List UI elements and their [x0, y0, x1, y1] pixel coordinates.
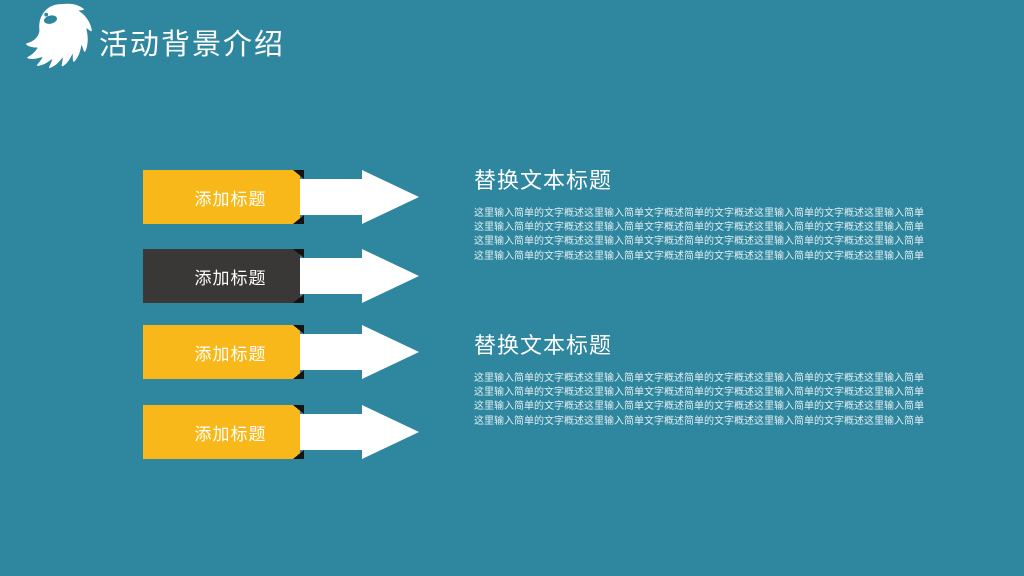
corner-notch-top-icon: [293, 170, 304, 179]
corner-notch-bottom-icon: [293, 215, 304, 224]
arrow-shaft: [300, 334, 364, 370]
body-line: 这里输入简单的文字概述这里输入简单文字概述简单的文字概述这里输入简单的文字概述这…: [474, 387, 924, 399]
arrow-head: [362, 170, 419, 224]
right-arrow-icon: [300, 325, 419, 379]
arrow-head: [362, 249, 419, 303]
body-line: 这里输入简单的文字概述这里输入简单文字概述简单的文字概述这里输入简单的文字概述这…: [474, 236, 924, 248]
arrow-shaft: [300, 414, 364, 450]
right-arrow-icon: [300, 249, 419, 303]
right-arrow-icon: [300, 170, 419, 224]
body-line: 这里输入简单的文字概述这里输入简单文字概述简单的文字概述这里输入简单的文字概述这…: [474, 222, 924, 234]
block-heading: 替换文本标题: [474, 168, 613, 193]
block-body: 这里输入简单的文字概述这里输入简单文字概述简单的文字概述这里输入简单的文字概述这…: [474, 207, 934, 264]
step-box[interactable]: 添加标题: [143, 325, 300, 379]
step-list: 添加标题 添加标题 添加标题: [143, 170, 433, 460]
body-line: 这里输入简单的文字概述这里输入简单文字概述简单的文字概述这里输入简单的文字概述这…: [474, 401, 924, 413]
page-title: 活动背景介绍: [99, 29, 286, 61]
corner-notch-top-icon: [293, 325, 304, 334]
corner-notch-top-icon: [293, 249, 304, 258]
step-label: 添加标题: [194, 424, 267, 444]
text-block: 替换文本标题 这里输入简单的文字概述这里输入简单文字概述简单的文字概述这里输入简…: [474, 166, 934, 264]
step-label: 添加标题: [194, 189, 267, 209]
block-body: 这里输入简单的文字概述这里输入简单文字概述简单的文字概述这里输入简单的文字概述这…: [474, 372, 934, 429]
body-line: 这里输入简单的文字概述这里输入简单文字概述简单的文字概述这里输入简单的文字概述这…: [474, 415, 924, 427]
corner-notch-bottom-icon: [293, 450, 304, 459]
arrow-head: [362, 325, 419, 379]
corner-notch-bottom-icon: [293, 294, 304, 303]
text-block: 替换文本标题 这里输入简单的文字概述这里输入简单文字概述简单的文字概述这里输入简…: [474, 331, 934, 429]
step-row[interactable]: 添加标题: [143, 405, 419, 459]
body-line: 这里输入简单的文字概述这里输入简单文字概述简单的文字概述这里输入简单的文字概述这…: [474, 250, 924, 262]
body-line: 这里输入简单的文字概述这里输入简单文字概述简单的文字概述这里输入简单的文字概述这…: [474, 373, 924, 384]
slide-header: 活动背景介绍: [0, 0, 1024, 92]
step-label: 添加标题: [194, 344, 267, 364]
right-arrow-icon: [300, 405, 419, 459]
step-label: 添加标题: [194, 268, 267, 288]
block-heading: 替换文本标题: [474, 333, 613, 358]
step-box[interactable]: 添加标题: [143, 249, 300, 303]
corner-notch-top-icon: [293, 405, 304, 414]
step-box[interactable]: 添加标题: [143, 170, 300, 224]
bird-logo-icon: [14, 2, 94, 88]
step-row[interactable]: 添加标题: [143, 249, 419, 303]
corner-notch-bottom-icon: [293, 370, 304, 379]
arrow-head: [362, 405, 419, 459]
arrow-shaft: [300, 258, 364, 294]
arrow-shaft: [300, 179, 364, 215]
step-row[interactable]: 添加标题: [143, 170, 419, 224]
step-box[interactable]: 添加标题: [143, 405, 300, 459]
body-line: 这里输入简单的文字概述这里输入简单文字概述简单的文字概述这里输入简单的文字概述这…: [474, 208, 924, 219]
step-row[interactable]: 添加标题: [143, 325, 419, 379]
